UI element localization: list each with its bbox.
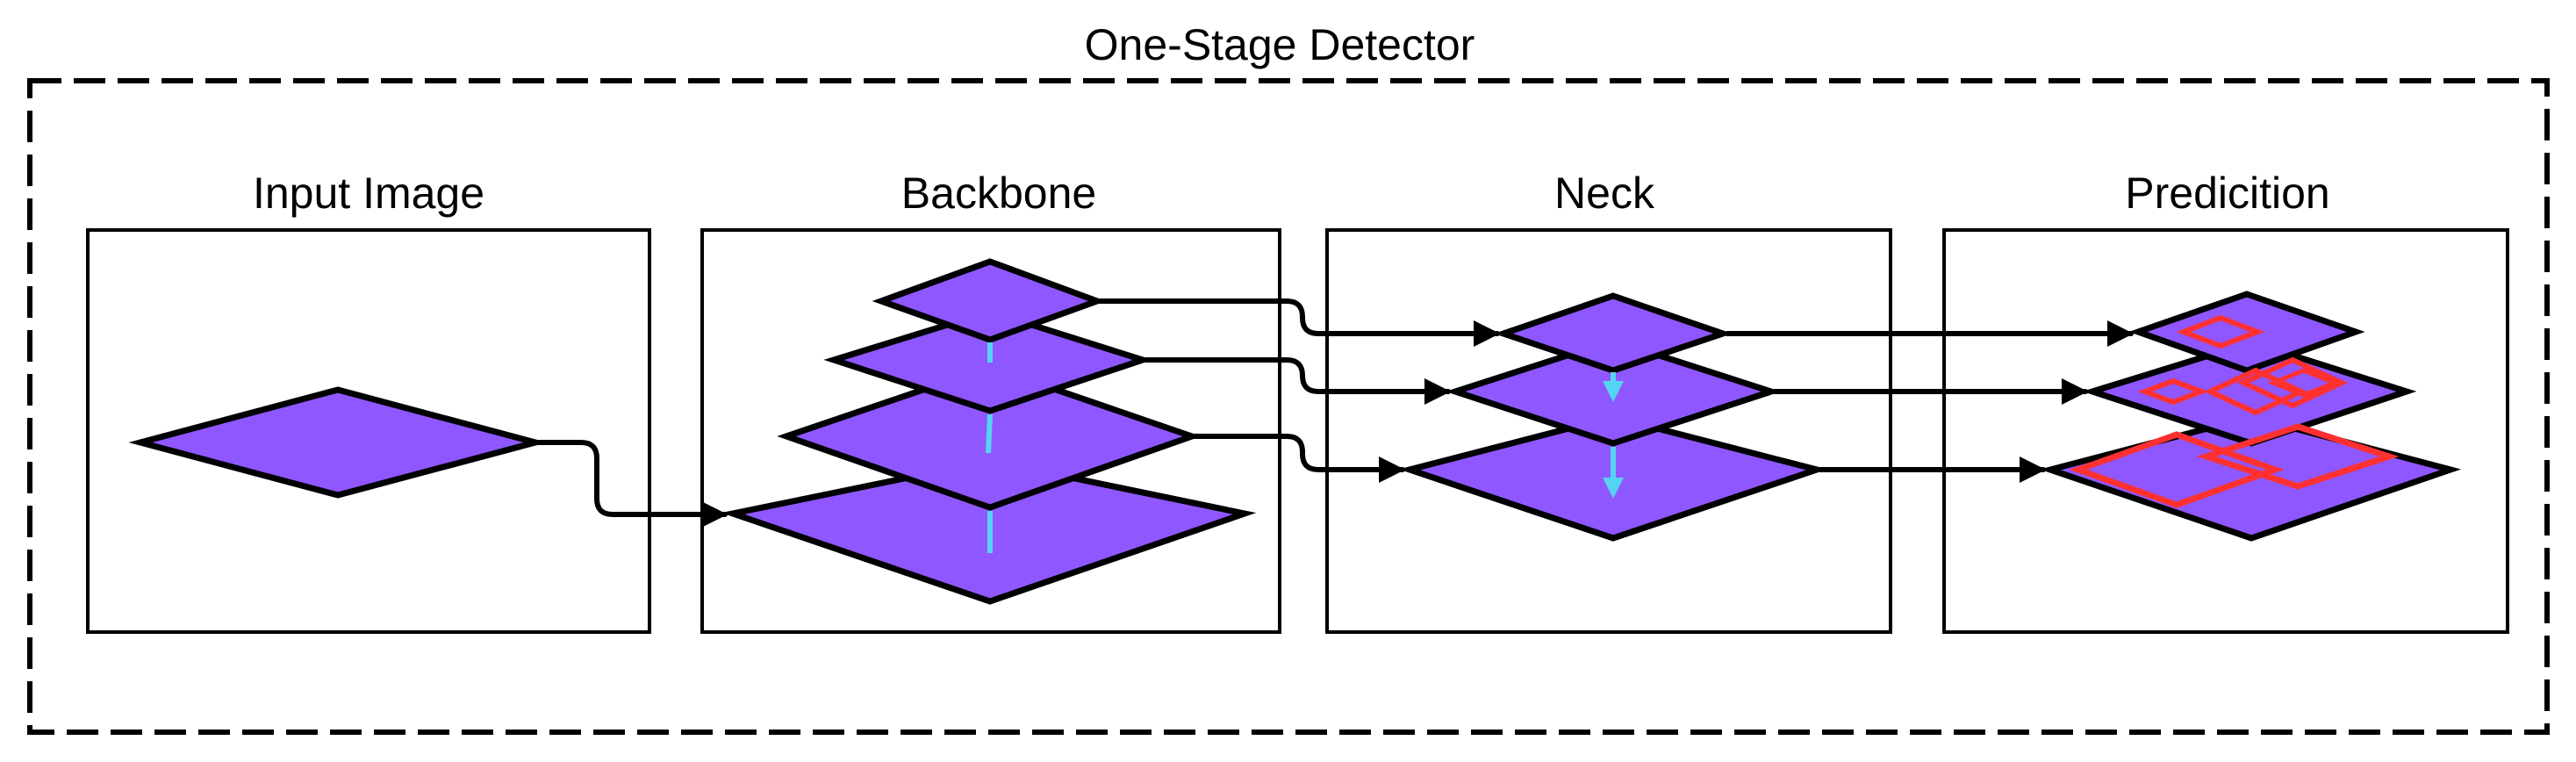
detection-box <box>2267 368 2341 398</box>
arrow-backbone-l3-to-neck-l3 <box>1191 434 1405 483</box>
detection-box <box>2196 423 2400 490</box>
stage-label-prediction: Predicition <box>2125 169 2330 218</box>
detection-box <box>2137 377 2209 406</box>
prediction-pyramid <box>2039 291 2462 542</box>
stage-box-input-image <box>86 228 651 634</box>
neck-pyramid <box>1398 292 1828 542</box>
input-image-layer <box>128 386 548 499</box>
detector-outer-frame <box>27 78 2550 735</box>
arrow-backbone-l1-to-neck-l1 <box>1096 298 1500 347</box>
neck-layer-1 <box>1494 292 1733 374</box>
backbone-downsample-mark-2 <box>986 413 993 454</box>
arrow-input-to-backbone <box>535 440 728 528</box>
stage-label-backbone: Backbone <box>901 169 1097 218</box>
stage-box-neck <box>1325 228 1892 634</box>
detection-box <box>2069 431 2285 508</box>
detection-box <box>2236 356 2349 409</box>
detection-box <box>2176 314 2265 349</box>
arrow-backbone-l2-to-neck-l2 <box>1142 357 1451 405</box>
backbone-pyramid <box>721 258 1257 605</box>
diagram-title: One-Stage Detector <box>1084 20 1475 69</box>
stage-box-backbone <box>700 228 1281 634</box>
prediction-layer-1 <box>2128 291 2365 374</box>
backbone-layer-1 <box>872 258 1107 343</box>
stage-label-neck: Neck <box>1554 169 1654 218</box>
detection-box <box>2203 367 2308 416</box>
stage-box-prediction <box>1942 228 2509 634</box>
connection-arrows <box>535 298 2134 528</box>
stage-label-input-image: Input Image <box>252 169 485 218</box>
